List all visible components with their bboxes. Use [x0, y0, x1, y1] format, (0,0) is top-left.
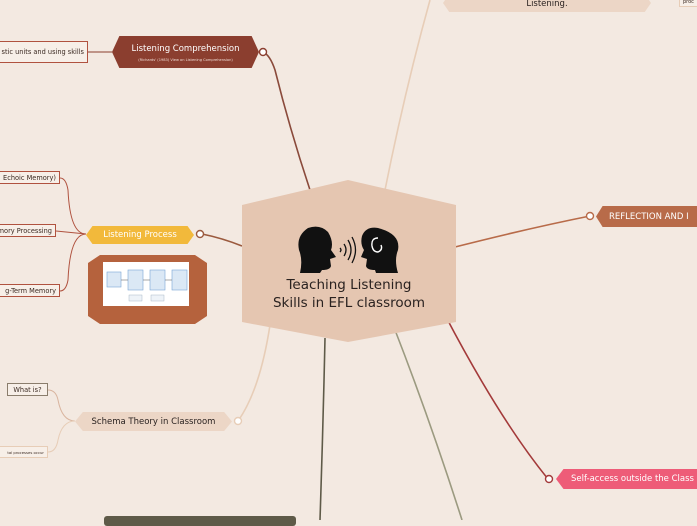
- leaf-linguistic-units-label: stic units and using skills: [1, 48, 84, 56]
- endpoint-dot-reflection[interactable]: [585, 211, 595, 221]
- branch-listening-comprehension[interactable]: Listening Comprehension (Richards' (1983…: [112, 36, 259, 68]
- leaf-connector-process-2: [55, 230, 87, 235]
- leaf-what-is[interactable]: What is?: [7, 383, 48, 396]
- branch-self-access[interactable]: Self-access outside the Class: [556, 469, 697, 489]
- central-topic-shape[interactable]: [242, 180, 456, 342]
- leaf-mental-processes-label: tal processes occur: [7, 449, 44, 455]
- branch-reflection-label: REFLECTION AND I: [609, 211, 689, 222]
- branch-listening-top-label: Listening.: [526, 0, 568, 9]
- leaf-linguistic-units[interactable]: stic units and using skills: [0, 41, 88, 63]
- branch-listening-top[interactable]: Listening.: [443, 0, 651, 12]
- branch-listening-process-label: Listening Process: [103, 230, 177, 240]
- leaf-long-term-memory[interactable]: g-Term Memory: [0, 284, 60, 297]
- connector-self-access: [444, 314, 549, 480]
- connector-bottom-1: [319, 337, 326, 520]
- branch-listening-process[interactable]: Listening Process: [86, 226, 194, 244]
- endpoint-dot-process[interactable]: [195, 229, 205, 239]
- connector-listening-comprehension: [262, 51, 311, 191]
- leaf-connector-process-1: [59, 177, 87, 235]
- branch-reflection[interactable]: REFLECTION AND I: [596, 206, 697, 227]
- leaf-connector-schema-1: [47, 389, 76, 422]
- leaf-connector-schema-2: [47, 420, 76, 453]
- leaf-echoic-memory-label: Echoic Memory): [3, 173, 56, 182]
- branch-listening-comprehension-sublabel: (Richards' (1983) View on Listening Comp…: [138, 57, 233, 62]
- leaf-memory-processing[interactable]: mory Processing: [0, 224, 56, 237]
- leaf-memory-processing-label: mory Processing: [0, 226, 52, 235]
- leaf-echoic-memory[interactable]: Echoic Memory): [0, 171, 60, 184]
- endpoint-dot-comprehension[interactable]: [258, 47, 268, 57]
- connector-listening-process: [201, 233, 243, 247]
- branch-bottom-partial[interactable]: [104, 516, 296, 526]
- central-title-line1: Teaching Listening: [286, 277, 412, 293]
- connector-schema: [237, 324, 271, 422]
- branch-schema-theory[interactable]: Schema Theory in Classroom: [75, 412, 232, 431]
- leaf-mental-processes[interactable]: tal processes occur: [0, 446, 48, 458]
- branch-listening-comprehension-label: Listening Comprehension: [131, 43, 240, 54]
- endpoint-dot-schema[interactable]: [233, 416, 243, 426]
- leaf-top-right-process[interactable]: proc: [679, 0, 697, 7]
- connector-bottom-2: [394, 329, 463, 520]
- endpoint-dot-self-access[interactable]: [544, 474, 554, 484]
- leaf-top-right-process-label: proc: [683, 0, 694, 5]
- leaf-connector-process-3: [59, 233, 87, 292]
- central-title-line2: Skills in EFL classroom: [272, 295, 426, 311]
- connector-top: [384, 0, 431, 191]
- branch-schema-theory-label: Schema Theory in Classroom: [91, 416, 216, 427]
- branch-self-access-label: Self-access outside the Class: [571, 474, 694, 484]
- speaking-listening-heads-icon: [298, 226, 399, 273]
- leaf-what-is-label: What is?: [13, 385, 42, 394]
- leaf-long-term-memory-label: g-Term Memory: [5, 286, 56, 295]
- central-topic-title[interactable]: Teaching Listening Skills in EFL classro…: [250, 276, 448, 312]
- connector-reflection: [454, 215, 591, 248]
